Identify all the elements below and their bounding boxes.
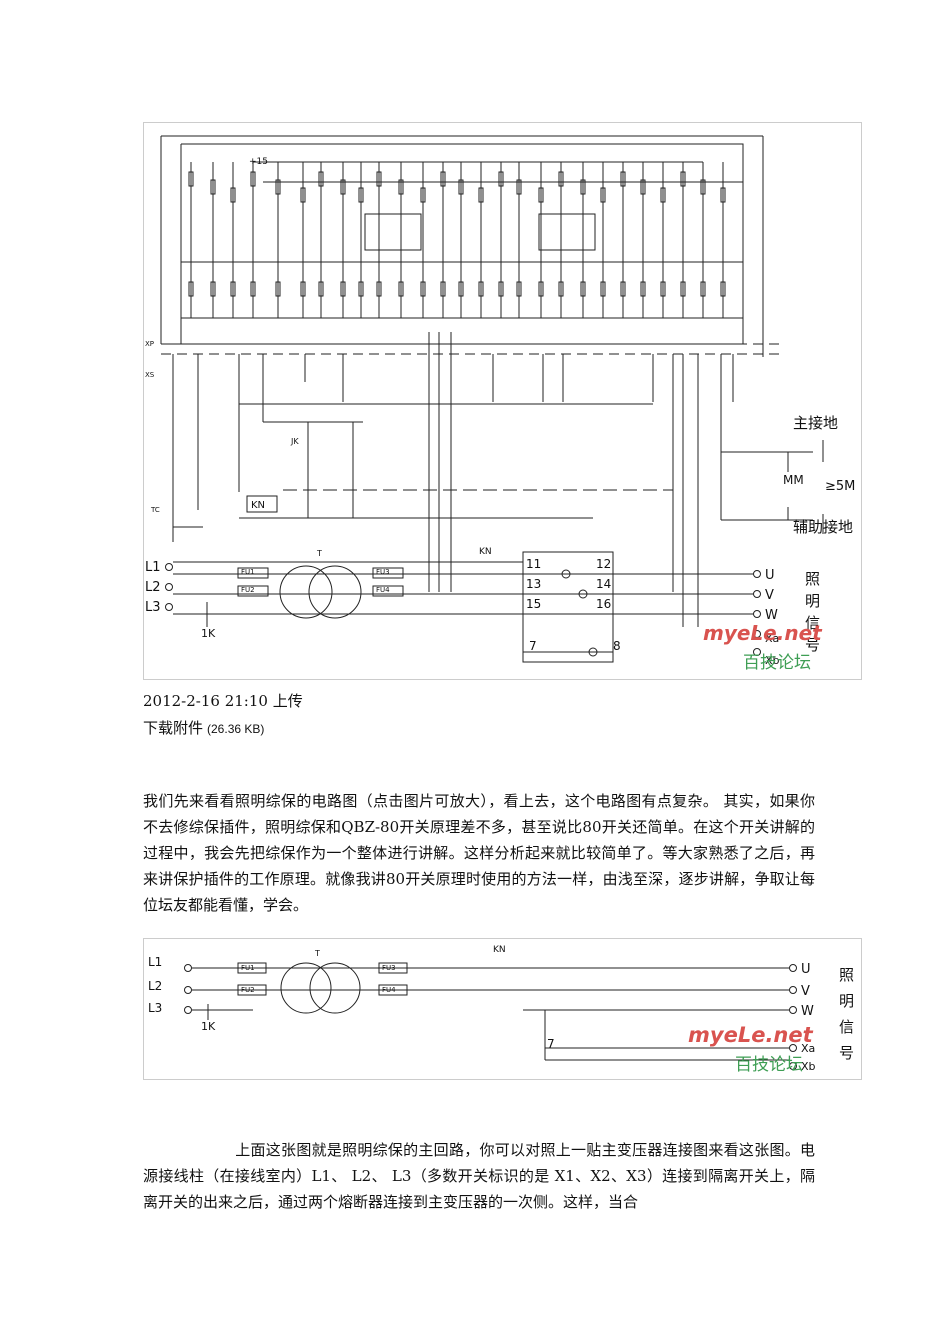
signal-char-3: 信 bbox=[805, 614, 820, 632]
label-box-kn: KN bbox=[251, 500, 265, 511]
term-7: 7 bbox=[529, 639, 537, 653]
out-v: V bbox=[765, 588, 774, 603]
label-xs: XS bbox=[145, 371, 155, 379]
term-12: 12 bbox=[596, 557, 611, 571]
watermark-site: myeLe.net bbox=[703, 621, 823, 645]
fig2-label-fu2: FU2 bbox=[241, 986, 255, 994]
label-l1: L1 bbox=[145, 560, 161, 575]
fig2-out-xb: Xb bbox=[801, 1060, 816, 1073]
circuit-diagram-full-svg: L1 L2 L3 1K XP XS T KN KN JK TC FU1 FU2 … bbox=[143, 122, 862, 680]
out-w: W bbox=[765, 608, 778, 623]
label-xp: XP bbox=[145, 340, 154, 348]
fig2-out-u: U bbox=[801, 962, 811, 977]
label-kn: KN bbox=[479, 547, 492, 557]
download-attachment[interactable]: 下载附件(26.36 KB) bbox=[143, 717, 264, 738]
term-8: 8 bbox=[613, 639, 621, 653]
out-xb: Xb bbox=[765, 654, 780, 667]
fig2-signal-char-2: 明 bbox=[839, 992, 854, 1010]
paragraph-main-circuit-text: 上面这张图就是照明综保的主回路，你可以对照上一贴主变压器连接图来看这张图。电源接… bbox=[143, 1141, 815, 1211]
signal-char-4: 号 bbox=[805, 636, 820, 654]
term-15: 15 bbox=[526, 597, 541, 611]
fig2-label-transformer: T bbox=[314, 949, 320, 958]
fig2-label-fu4: FU4 bbox=[382, 986, 396, 994]
fig2-label-fu3: FU3 bbox=[382, 964, 396, 972]
fig2-watermark-forum: 百技论坛 bbox=[735, 1055, 803, 1075]
main-ground-label: 主接地 bbox=[793, 414, 838, 432]
circuit-diagram-main[interactable]: L1 L2 L3 1K T KN FU1 FU2 FU3 FU4 7 U V W… bbox=[143, 938, 862, 1080]
fig2-label-l3: L3 bbox=[148, 1001, 162, 1015]
resistance-label: ≥5M bbox=[825, 479, 855, 494]
watermark-forum: 百技论坛 bbox=[743, 653, 811, 673]
circuit-diagram-full[interactable]: L1 L2 L3 1K XP XS T KN KN JK TC FU1 FU2 … bbox=[143, 122, 862, 680]
fig2-term-7: 7 bbox=[547, 1037, 555, 1051]
signal-char-2: 明 bbox=[805, 592, 820, 610]
label-l3: L3 bbox=[145, 600, 161, 615]
fig2-label-isolator: 1K bbox=[201, 1020, 216, 1033]
fig2-label-l1: L1 bbox=[148, 955, 162, 969]
paragraph-main-circuit: 上面这张图就是照明综保的主回路，你可以对照上一贴主变压器连接图来看这张图。电源接… bbox=[143, 1137, 815, 1215]
label-jk: JK bbox=[290, 437, 299, 446]
fig2-label-kn: KN bbox=[493, 945, 506, 955]
term-11: 11 bbox=[526, 557, 541, 571]
label-l2: L2 bbox=[145, 580, 161, 595]
label-fu1: FU1 bbox=[241, 568, 255, 576]
fig2-watermark-site: myeLe.net bbox=[688, 1023, 814, 1047]
fig2-out-v: V bbox=[801, 984, 810, 999]
term-16: 16 bbox=[596, 597, 611, 611]
label-tc: TC bbox=[150, 506, 160, 514]
paragraph-intro: 我们先来看看照明综保的电路图（点击图片可放大），看上去，这个电路图有点复杂。 其… bbox=[143, 792, 815, 914]
mm-label: MM bbox=[783, 473, 804, 487]
download-size: (26.36 KB) bbox=[207, 722, 265, 736]
fig2-signal-char-3: 信 bbox=[839, 1018, 854, 1036]
fig2-signal-char-4: 号 bbox=[839, 1044, 854, 1062]
fig2-label-fu1: FU1 bbox=[241, 964, 255, 972]
label-isolator: 1K bbox=[201, 627, 216, 640]
label-fu4: FU4 bbox=[376, 586, 390, 594]
fig2-label-l2: L2 bbox=[148, 979, 162, 993]
upload-timestamp: 2012-2-16 21:10 上传 bbox=[143, 692, 303, 710]
label-fu2: FU2 bbox=[241, 586, 255, 594]
download-label[interactable]: 下载附件 bbox=[143, 719, 204, 737]
fig2-out-xa: Xa bbox=[801, 1042, 815, 1055]
out-xa: Xa bbox=[765, 632, 779, 645]
fig2-out-w: W bbox=[801, 1004, 814, 1019]
term-14: 14 bbox=[596, 577, 611, 591]
fig2-signal-char-1: 照 bbox=[839, 966, 854, 984]
label-fu3: FU3 bbox=[376, 568, 390, 576]
aux-ground-label: 辅助接地 bbox=[793, 518, 853, 536]
out-u: U bbox=[765, 568, 775, 583]
signal-char-1: 照 bbox=[805, 570, 820, 588]
term-13: 13 bbox=[526, 577, 541, 591]
label-supply: +15 bbox=[249, 157, 268, 167]
label-transformer: T bbox=[316, 549, 322, 558]
circuit-diagram-main-svg: L1 L2 L3 1K T KN FU1 FU2 FU3 FU4 7 U V W… bbox=[143, 938, 862, 1080]
